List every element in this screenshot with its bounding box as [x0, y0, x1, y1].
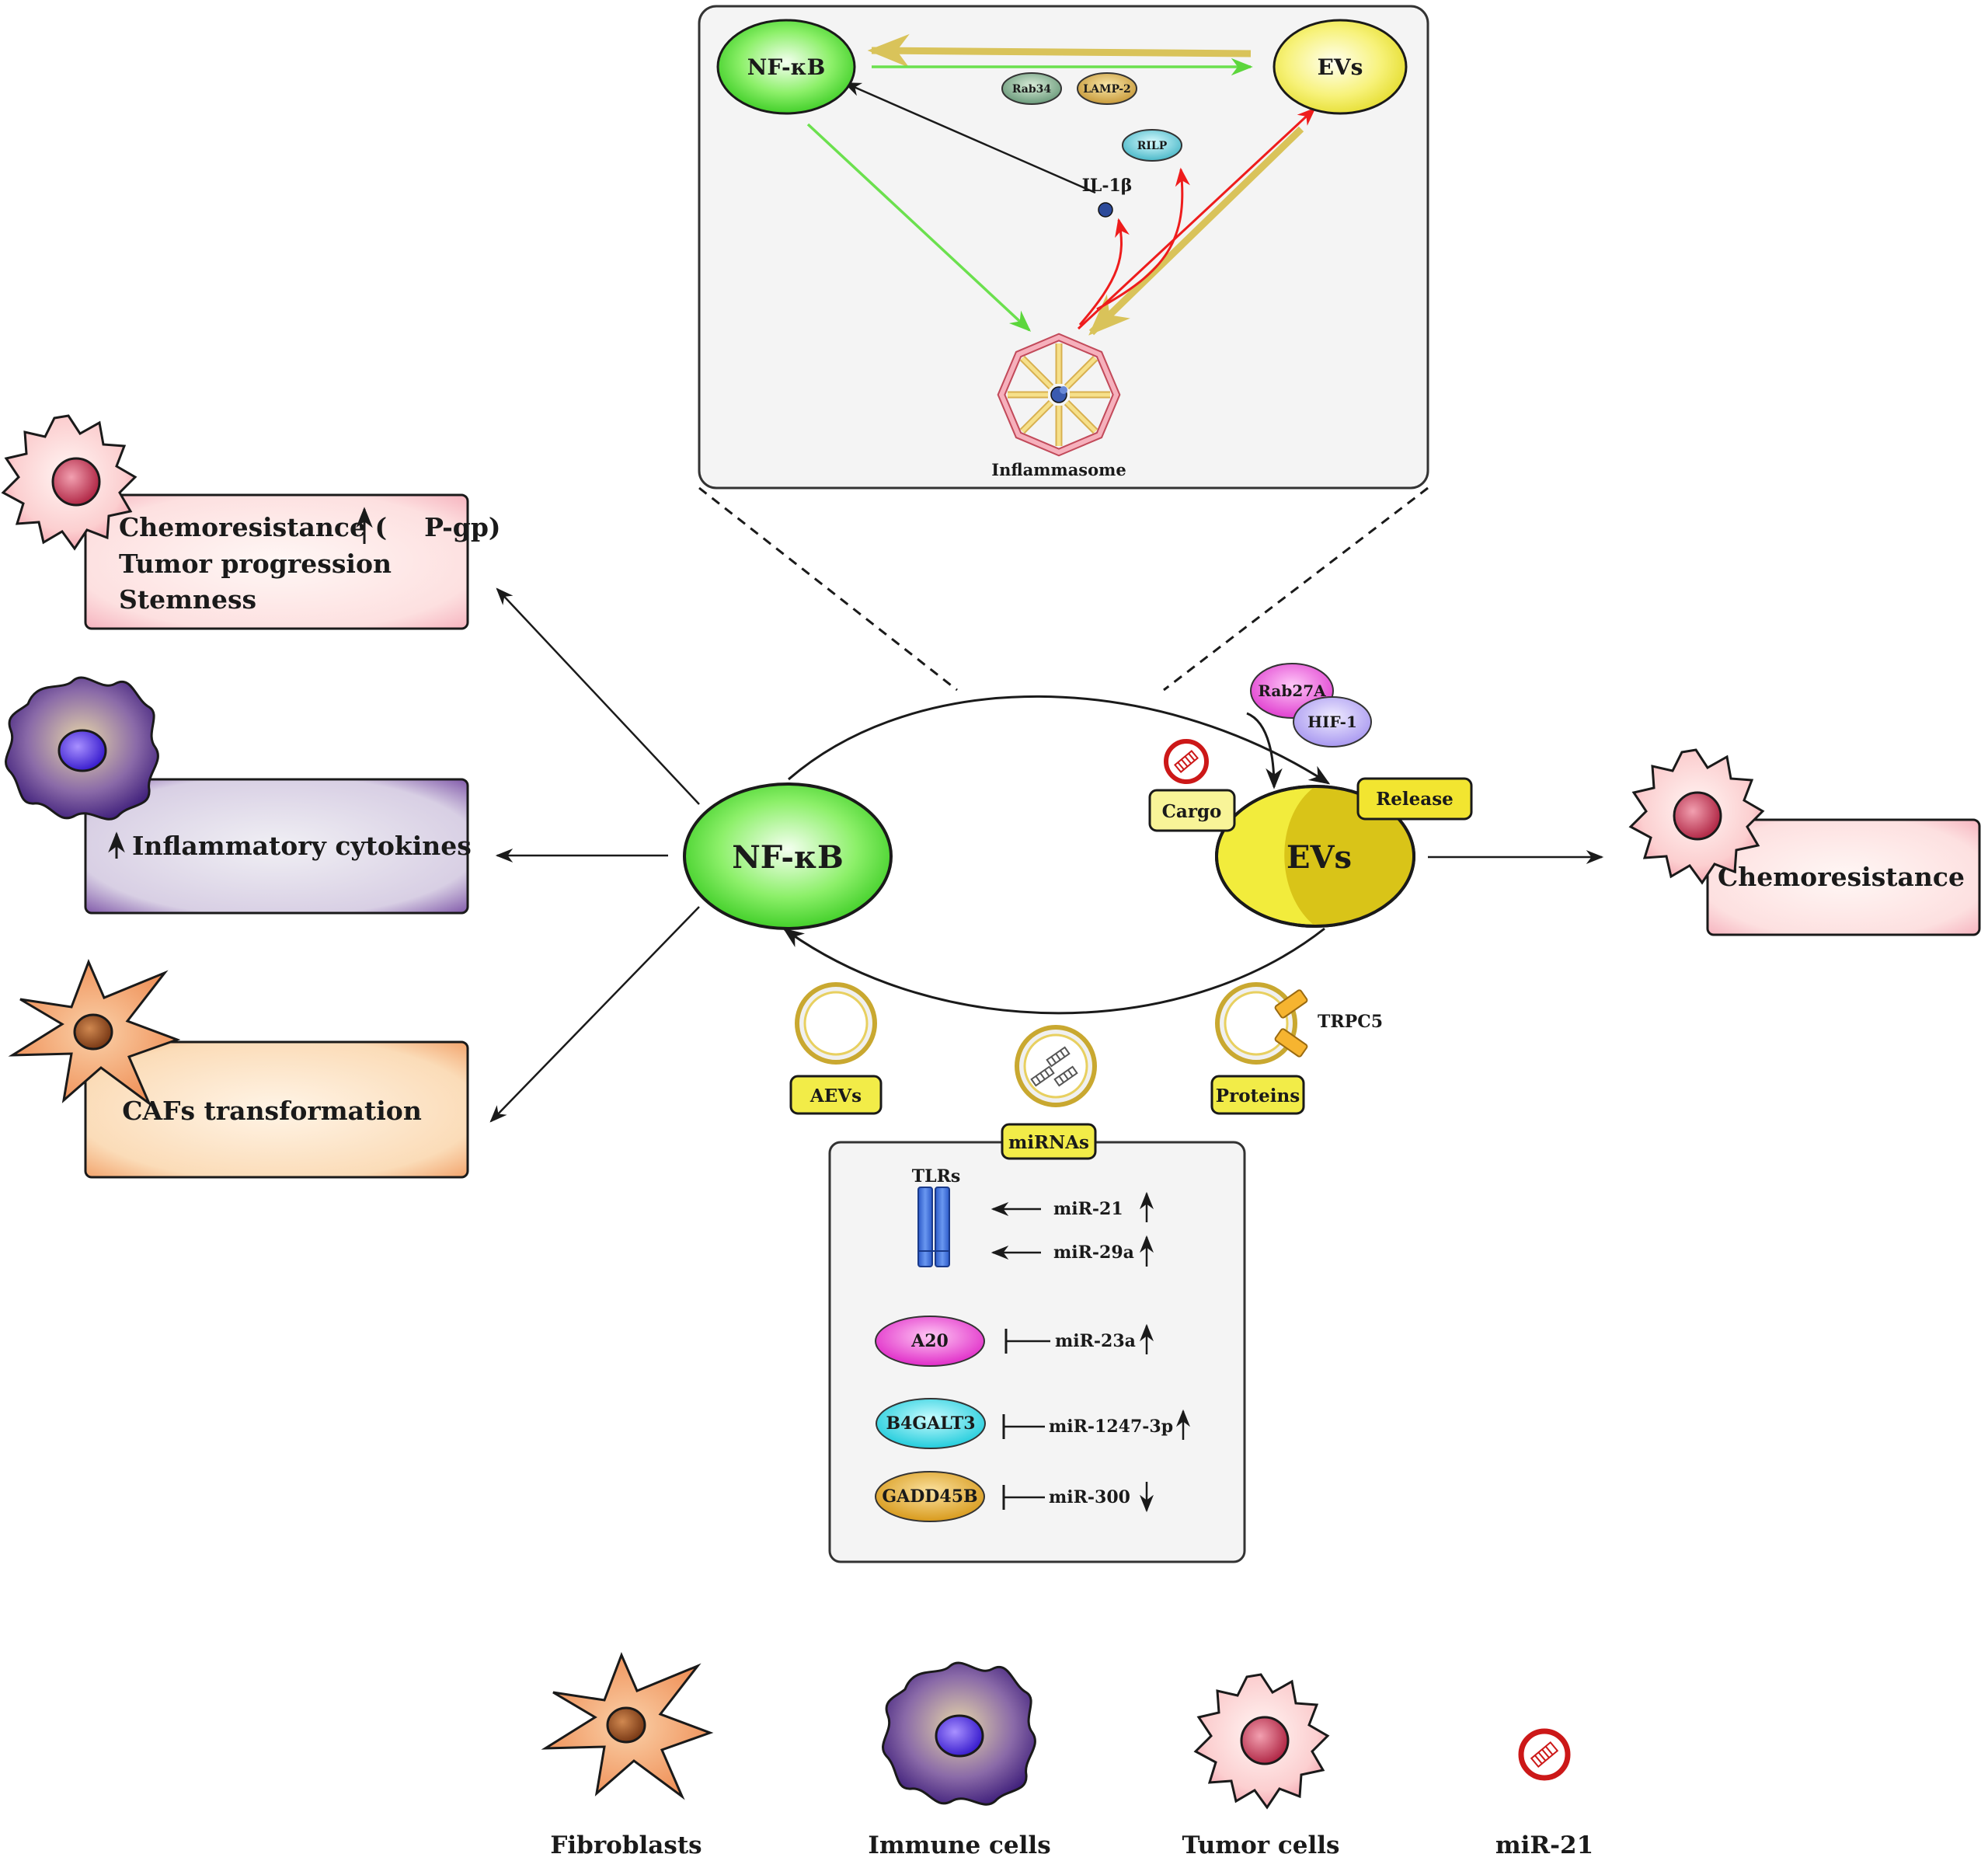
chemoresistance-outcome-box: Chemoresistance — [1706, 818, 1981, 936]
immune-outcome-box: Inflammatory cytokines — [84, 778, 472, 915]
release-tag: Release — [1356, 777, 1473, 821]
legend-mir21-icon — [1518, 1728, 1571, 1781]
aevs-vesicle-icon — [795, 982, 877, 1065]
fibroblast-cell-icon — [8, 959, 181, 1107]
tumor-outcome-line3: Stemness — [119, 584, 256, 615]
central-evs-label: EVs — [1286, 839, 1352, 876]
inset-nfkb-node: NF-κB — [716, 19, 856, 115]
mir21-row-label: miR-21 — [1053, 1199, 1123, 1219]
inset-evs-label: EVs — [1318, 54, 1363, 80]
aevs-label: AEVs — [809, 1086, 862, 1106]
mirna-vesicle-icon — [1015, 1025, 1097, 1107]
legend-tumor-icon — [1193, 1673, 1330, 1810]
rab27a-arrow — [1246, 712, 1283, 789]
inset-rab34-node: Rab34 — [1001, 72, 1062, 105]
il1b-dot-icon — [1098, 202, 1113, 218]
mirna-box: miRNAs TLRs miR-21 miR-29a A20 miR-23a B… — [828, 1123, 1246, 1563]
legend-fibroblast-icon — [541, 1652, 714, 1800]
inset-lamp2-node: LAMP-2 — [1077, 72, 1137, 105]
central-nfkb-label: NF-κB — [732, 839, 844, 876]
inset-arrow-evs-to-nfkb — [867, 33, 1252, 68]
inset-arrow-nfkb-to-inflammasome — [806, 123, 1032, 332]
tumor-outcome-box: Chemoresistance ( P-gp) Tumor progression… — [84, 493, 501, 630]
inset-arrow-inflammasome-to-il1b — [1078, 218, 1130, 326]
tlr-receptor-icon — [917, 1187, 950, 1267]
inflammasome-icon — [997, 333, 1121, 457]
legend-immune-label: Immune cells — [868, 1831, 1050, 1854]
chemoresistance-outcome-text: Chemoresistance — [1718, 862, 1965, 892]
hif1-node: HIF-1 — [1293, 696, 1372, 748]
a20-label: A20 — [910, 1331, 949, 1351]
caf-outcome-text: CAFs transformation — [122, 1096, 422, 1126]
inset-arrow-evs-to-inflammasome — [1088, 126, 1304, 336]
cargo-label: Cargo — [1162, 801, 1222, 822]
immune-cell-icon — [5, 676, 159, 821]
legend-fibroblasts-label: Fibroblasts — [550, 1831, 702, 1854]
gadd45b-label: GADD45B — [882, 1486, 977, 1507]
caf-outcome-box: CAFs transformation — [84, 1040, 469, 1179]
pgp-suffix: P-gp) — [424, 512, 500, 542]
rab27a-label: Rab27A — [1258, 681, 1326, 700]
inset-arrow-il1b-to-nfkb — [843, 82, 1096, 194]
mir23a-row-label: miR-23a — [1055, 1331, 1136, 1351]
mir21-icon — [1164, 739, 1209, 784]
inset-arrow-inflammasome-to-evs — [1077, 107, 1316, 330]
zoom-line-left — [698, 486, 958, 692]
tlrs-label: TLRs — [912, 1166, 961, 1187]
loop-arrow-nfkb-to-evs — [788, 695, 1331, 785]
inset-arrow-inflammasome-to-rilp — [1096, 167, 1190, 311]
aevs-tag: AEVs — [789, 1075, 883, 1115]
immune-outcome-text: Inflammatory cytokines — [132, 831, 472, 861]
inset-lamp2-label: LAMP-2 — [1083, 83, 1131, 96]
mir300-row-label: miR-300 — [1049, 1487, 1130, 1507]
cargo-tag: Cargo — [1148, 789, 1236, 832]
legend: Fibroblasts Immune cells Tumor cells miR… — [541, 1652, 1593, 1854]
proteins-tag: Proteins — [1210, 1075, 1305, 1115]
central-nfkb-node: NF-κB — [683, 782, 893, 930]
b4galt3-node — [876, 1398, 986, 1449]
inflammasome-label: Inflammasome — [991, 460, 1126, 479]
tumor-cell-icon-right — [1628, 748, 1765, 885]
release-label: Release — [1376, 789, 1454, 810]
trpc5-channel-icon — [1274, 989, 1308, 1019]
tumor-outcome-line2: Tumor progression — [119, 549, 392, 579]
mir1247-row-label: miR-1247-3p — [1049, 1417, 1173, 1437]
inset-il1b-label: IL-1β — [1082, 176, 1133, 196]
mirnas-label: miRNAs — [1008, 1132, 1089, 1153]
inset-rilp-label: RILP — [1137, 140, 1168, 152]
loop-arrow-evs-to-nfkb — [782, 927, 1325, 1015]
legend-immune-icon — [882, 1661, 1036, 1806]
legend-tumor-label: Tumor cells — [1182, 1831, 1340, 1854]
inset-rab34-label: Rab34 — [1012, 83, 1052, 96]
chemoresistance-prefix: Chemoresistance ( — [119, 512, 387, 542]
legend-mir21-label: miR-21 — [1495, 1831, 1593, 1854]
gadd45b-node — [875, 1471, 985, 1522]
arrow-nfkb-to-caf-outcome — [489, 906, 700, 1123]
inflammasome-inset-panel: NF-κB EVs Rab34 LAMP-2 RILP IL-1β — [698, 5, 1429, 490]
central-evs-node: EVs — [1215, 785, 1415, 928]
zoom-line-right — [1163, 486, 1429, 692]
mir29a-row-label: miR-29a — [1053, 1242, 1134, 1263]
b4galt3-label: B4GALT3 — [886, 1413, 975, 1434]
hif1-label: HIF-1 — [1307, 713, 1357, 731]
inset-rilp-node: RILP — [1122, 129, 1182, 162]
tumor-outcome-line1: Chemoresistance ( P-gp) — [119, 512, 501, 542]
inset-nfkb-label: NF-κB — [747, 54, 826, 80]
proteins-label: Proteins — [1216, 1086, 1300, 1106]
tumor-cell-icon — [1, 414, 138, 551]
a20-node — [875, 1316, 985, 1367]
inset-evs-node: EVs — [1273, 19, 1408, 115]
trpc5-label: TRPC5 — [1318, 1012, 1383, 1032]
proteins-vesicle-icon — [1215, 982, 1308, 1065]
arrow-nfkb-to-tumor-outcome — [496, 587, 700, 805]
